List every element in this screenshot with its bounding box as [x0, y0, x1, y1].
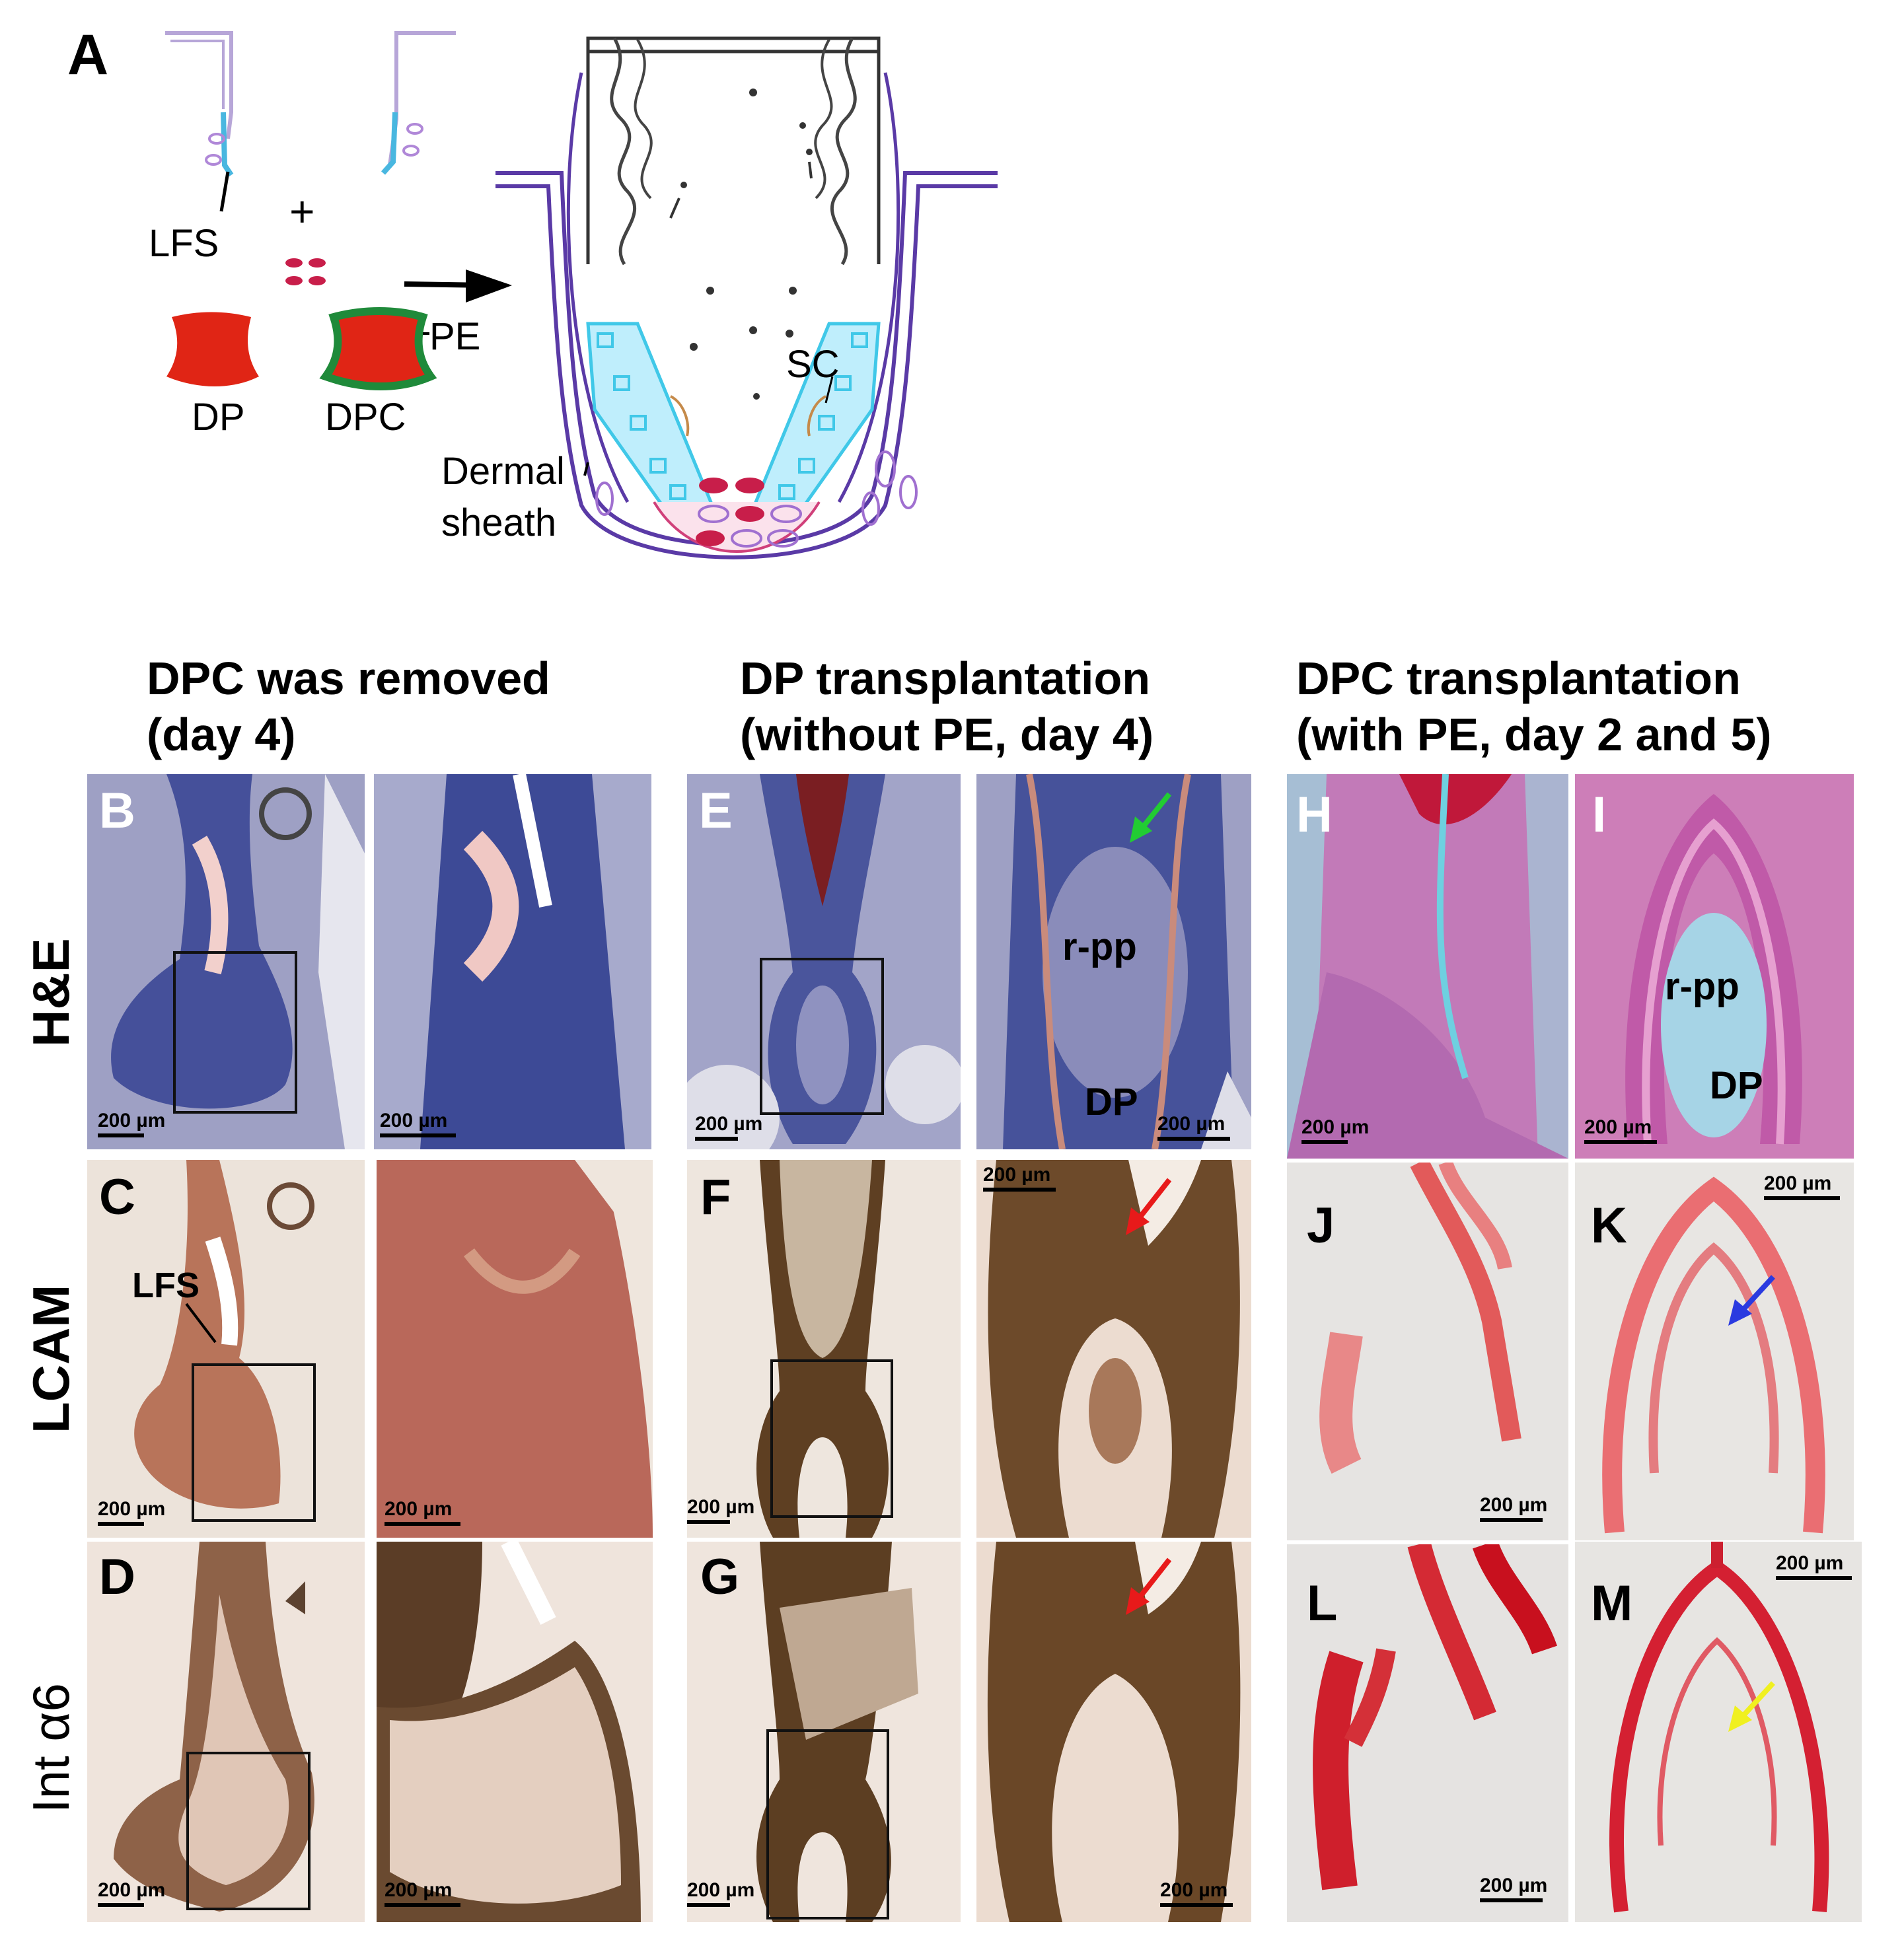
inset-box-b: [173, 951, 297, 1114]
micrograph-k: [1575, 1163, 1854, 1540]
micrograph-l: [1287, 1544, 1568, 1922]
micrograph-b-zoom: [374, 774, 651, 1149]
micrograph-d-zoom: [377, 1542, 653, 1922]
scale-bar-d-zoom: 200 µm: [384, 1879, 460, 1907]
column-title-dpc-transplantation: DPC transplantation (with PE, day 2 and …: [1296, 653, 1772, 761]
scale-bar-b: 200 µm: [98, 1110, 165, 1137]
panel-label-h: H: [1296, 787, 1333, 843]
panel-label-m: M: [1591, 1575, 1633, 1631]
micrograph-h: [1287, 774, 1568, 1159]
dermal-sheath-label-line2: sheath: [441, 501, 557, 544]
panel-label-i: I: [1592, 787, 1607, 843]
panel-label-l: L: [1307, 1575, 1338, 1631]
micrograph-f: [687, 1160, 961, 1538]
micrograph-i: [1575, 774, 1854, 1159]
micrograph-f-zoom: [976, 1160, 1251, 1538]
micrograph-g: [687, 1542, 961, 1922]
scale-bar-l: 200 µm: [1480, 1875, 1547, 1902]
micrograph-b: [87, 774, 365, 1149]
panel-label-b: B: [99, 783, 135, 839]
micrograph-g-zoom: [976, 1542, 1251, 1922]
lfs-label: LFS: [149, 222, 219, 265]
blue-arrow: [1728, 1275, 1775, 1326]
annotation-dp-i: DP: [1710, 1064, 1763, 1107]
row-label-int-a6: Int α6: [22, 1683, 80, 1813]
inset-box-c: [192, 1363, 316, 1522]
panel-label-f: F: [700, 1169, 731, 1225]
scale-bar-c-zoom: 200 µm: [384, 1498, 460, 1526]
inset-box-d: [186, 1752, 311, 1910]
micrograph-d: [87, 1542, 365, 1922]
micrograph-e-zoom: [976, 774, 1251, 1149]
scale-bar-g-zoom: 200 µm: [1160, 1879, 1233, 1907]
scale-bar-c: 200 µm: [98, 1498, 165, 1526]
panel-label-j: J: [1307, 1198, 1335, 1254]
micrograph-j: [1287, 1163, 1568, 1540]
scale-bar-e-zoom: 200 µm: [1157, 1113, 1230, 1141]
plus-sign: +: [289, 187, 315, 236]
column-title-dp-transplantation: DP transplantation (without PE, day 4): [740, 653, 1154, 761]
scale-bar-j: 200 µm: [1480, 1494, 1547, 1522]
red-arrow-g: [1126, 1558, 1172, 1615]
scale-bar-h: 200 µm: [1301, 1116, 1369, 1144]
red-arrow-f: [1126, 1178, 1172, 1235]
panel-label-e: E: [699, 783, 733, 839]
scale-bar-d: 200 µm: [98, 1879, 165, 1907]
dpc-label: DPC: [325, 396, 406, 439]
scale-bar-f-zoom: 200 µm: [983, 1164, 1056, 1192]
panel-label-k: K: [1591, 1198, 1627, 1254]
column-title-dpc-removed: DPC was removed (day 4): [147, 653, 550, 761]
scale-bar-m: 200 µm: [1776, 1552, 1852, 1580]
schematic-diagram: [165, 31, 998, 559]
inset-box-e: [760, 958, 884, 1115]
annotation-rpp-i: r-pp: [1665, 965, 1739, 1008]
panel-label-d: D: [99, 1549, 135, 1605]
inset-box-g: [766, 1729, 889, 1919]
annotation-rpp-e: r-pp: [1062, 925, 1137, 968]
dp-label: DP: [192, 396, 245, 439]
scale-bar-e: 200 µm: [695, 1113, 762, 1141]
micrograph-c-zoom: [377, 1160, 653, 1538]
scale-bar-b-zoom: 200 µm: [380, 1110, 456, 1137]
yellow-arrow: [1728, 1681, 1775, 1732]
sc-label: SC: [786, 343, 840, 386]
row-label-he: H&E: [22, 938, 80, 1047]
micrograph-m: [1575, 1542, 1862, 1922]
scale-bar-g: 200 µm: [687, 1879, 754, 1907]
green-arrow: [1130, 792, 1172, 843]
annotation-dp-e: DP: [1085, 1081, 1138, 1124]
pe-label: PE: [429, 315, 481, 358]
dermal-sheath-label-line1: Dermal: [441, 450, 565, 493]
annotation-lfs: LFS: [132, 1266, 200, 1305]
micrograph-c: [87, 1160, 365, 1538]
scale-bar-f: 200 µm: [687, 1496, 754, 1524]
lfs-pointer-line: [185, 1303, 217, 1344]
panel-label-g: G: [700, 1549, 740, 1605]
scale-bar-k: 200 µm: [1764, 1172, 1840, 1200]
scale-bar-i: 200 µm: [1584, 1116, 1657, 1144]
panel-label-a: A: [67, 23, 109, 87]
inset-box-f: [770, 1359, 893, 1518]
panel-label-c: C: [99, 1169, 135, 1225]
row-label-lcam: LCAM: [22, 1284, 80, 1433]
